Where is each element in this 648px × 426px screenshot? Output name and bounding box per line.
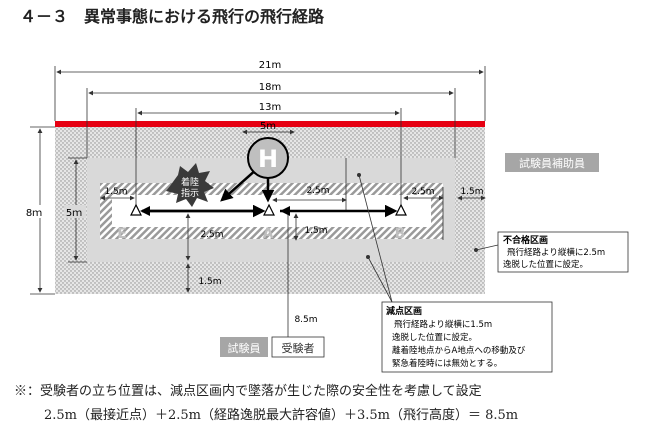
dim-8m: 8ｍ [26,208,42,219]
examiner-label: 試験員 [228,341,261,355]
deduct-zone-line4: 緊急着陸時には無効とする。 [392,358,502,369]
dim-8-5m: 8.5m [294,315,317,325]
helipad-label: H [258,145,278,173]
callout-dot [357,173,361,177]
point-b-marker [395,203,407,216]
deduct-zone-line1: 飛行経路より縦横に1.5m [394,319,492,330]
point-b-label: B [395,226,406,242]
deduct-zone-title: 減点区画 [386,305,422,317]
dim-21m: 21m [259,60,281,71]
fail-zone-callout [497,231,629,273]
examiner-box [220,337,268,357]
dim-5m-side: 5ｍ [66,208,82,219]
page-title: ４－３ 異常事態における飛行の飛行経路 [20,7,325,26]
dimension-top [54,66,486,205]
dim-5m-top: 5m [260,121,276,132]
callout-dot [366,255,370,259]
landing-badge-icon [166,163,214,207]
point-e-marker [130,203,142,216]
dim-1-5m-left: 1.5m [104,187,127,197]
red-boundary-line [55,121,485,127]
dim-1-5m-right: 1.5m [460,187,483,197]
dim-18m: 18m [259,82,281,93]
examinee-box [271,336,325,358]
dim-2-5m-low: 2.5m [200,230,223,240]
dim-1-5m-low-b: 1.5m [198,277,221,287]
dim-13m: 13m [259,102,281,113]
point-a-marker [263,203,275,216]
dim-2-5m-mid: 2.5m [306,186,329,196]
dim-1-5m-low-a: 1.5m [304,226,327,236]
fail-zone-line2: 逸脱した位置に設定。 [503,259,588,270]
fail-zone-line1: 飛行経路より縦横に2.5m [507,247,605,258]
helipad-circle [247,137,289,179]
point-a-label: A [263,226,274,242]
footer-formula: 2.5m（最接近点）＋2.5m（経路逸脱最大許容値）＋3.5m（飛行高度）＝ 8… [44,408,519,423]
deduct-zone-callout [381,301,553,373]
dim-2-5m-right: 2.5m [411,187,434,197]
callout-leaders [358,174,499,303]
deduct-zone-line2: 逸脱した位置に設定。 [392,332,477,343]
footer-note: ※：受験者の立ち位置は、減点区画内で墜落が生じた際の安全性を考慮して設定 [14,384,482,399]
point-markers [130,203,407,216]
point-e-label: E [117,226,127,242]
callout-dot [474,248,478,252]
examinee-label: 受験者 [282,341,315,355]
deduct-zone-line3: 離着陸地点からA地点への移動及び [392,345,526,356]
landing-badge-line1: 着陸 [181,176,199,188]
assistant-label: 試験員補助員 [519,156,585,170]
fail-zone-title: 不合格区画 [503,234,548,246]
assistant-label-box [505,153,599,172]
landing-badge-line2: 指示 [181,187,199,199]
dimension-inner [100,158,486,345]
